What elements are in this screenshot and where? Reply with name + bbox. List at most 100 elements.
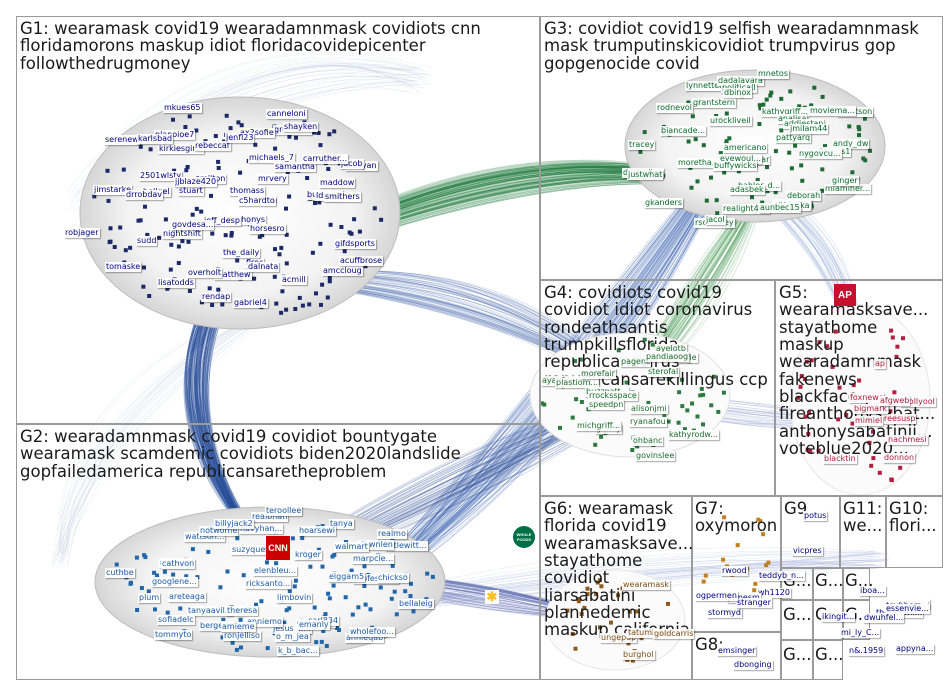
node-label: lisatodds — [157, 278, 195, 288]
edge — [404, 563, 882, 600]
node-marker — [220, 635, 225, 640]
node-marker — [809, 204, 814, 209]
edge — [62, 320, 246, 556]
group-box-g8 — [692, 632, 781, 680]
node-marker — [895, 344, 900, 349]
node-label: mkues65 — [163, 103, 202, 113]
node-marker — [761, 102, 766, 107]
node-marker — [327, 596, 332, 601]
node-marker — [868, 148, 872, 153]
node-label: pattyarq — [775, 133, 812, 143]
node-label: rodnevol — [656, 103, 693, 113]
node-marker — [272, 274, 277, 279]
node-marker — [704, 198, 709, 203]
node-marker — [194, 128, 199, 133]
node-label: n&.1959 — [848, 646, 885, 656]
node-marker — [803, 414, 808, 419]
edge — [62, 324, 253, 563]
node-marker — [297, 295, 302, 300]
node-marker — [273, 247, 277, 252]
node-marker — [809, 358, 814, 363]
node-marker — [760, 200, 765, 205]
node-marker — [172, 168, 177, 173]
edge — [61, 322, 257, 567]
node-marker — [865, 401, 870, 405]
edge — [405, 564, 873, 600]
node-marker — [260, 233, 265, 238]
node-marker — [764, 563, 769, 568]
node-marker — [630, 658, 635, 663]
node-marker — [171, 572, 176, 577]
node-marker — [773, 149, 778, 154]
node-marker — [642, 337, 647, 342]
node-marker — [186, 239, 191, 244]
node-marker — [685, 408, 690, 413]
node-marker — [128, 245, 133, 250]
node-marker — [320, 282, 325, 287]
edge — [66, 320, 246, 556]
edge — [62, 322, 252, 562]
node-label: biancade... — [660, 126, 707, 136]
node-marker — [349, 568, 354, 573]
node-marker — [138, 144, 143, 149]
node-marker — [229, 231, 234, 235]
node-label: dawnlen — [358, 540, 394, 550]
node-marker — [666, 601, 670, 606]
node-label: kathygriff... — [761, 107, 810, 117]
node-marker — [220, 302, 225, 307]
node-marker — [171, 117, 175, 122]
node-marker — [693, 137, 698, 142]
node-marker — [779, 128, 784, 133]
node-marker — [316, 131, 321, 135]
node-label: ax2sofie — [239, 128, 275, 138]
node-label: stuart — [178, 186, 204, 196]
group-title-g9: G9 — [784, 499, 808, 518]
node-marker — [662, 414, 667, 419]
group-title-g15: G... — [783, 605, 812, 624]
node-marker — [165, 286, 170, 291]
node-marker — [350, 612, 355, 617]
node-marker — [718, 151, 723, 156]
node-label: burghol — [622, 650, 655, 660]
node-marker — [889, 328, 894, 333]
node-marker — [180, 239, 185, 244]
edge — [63, 322, 251, 561]
node-label: dbonging — [733, 660, 773, 670]
node-label: karlsbad — [137, 134, 174, 144]
node-marker — [326, 167, 331, 171]
node-label: jacob — [340, 159, 364, 169]
edge — [53, 327, 254, 564]
node-marker — [830, 364, 835, 369]
node-marker — [138, 218, 143, 223]
walmart-logo-icon: ✱ — [485, 589, 499, 604]
group-box-g7 — [692, 496, 781, 632]
node-marker — [121, 167, 126, 172]
node-label: ricksanto... — [245, 579, 292, 589]
node-marker — [802, 377, 807, 381]
node-marker — [337, 628, 341, 632]
node-marker — [343, 595, 348, 600]
node-label: americano — [723, 143, 768, 153]
node-label: appyna... — [895, 644, 935, 654]
node-marker — [820, 188, 825, 193]
node-label: o_m_jea — [275, 632, 310, 642]
node-marker — [787, 150, 792, 155]
node-marker — [816, 448, 821, 453]
node-marker — [362, 564, 367, 569]
node-marker — [112, 245, 117, 249]
node-label: kathyrodw... — [668, 430, 719, 440]
node-marker — [867, 440, 872, 445]
node-marker — [157, 235, 162, 240]
node-marker — [825, 344, 830, 349]
node-marker — [836, 417, 841, 422]
node-label: moretha... — [677, 158, 721, 168]
group-box-g4 — [540, 280, 775, 496]
node-label: mimiel — [854, 416, 884, 426]
node-marker — [284, 261, 289, 266]
node-marker — [123, 248, 128, 253]
group-title-g13: G... — [815, 571, 844, 590]
edge — [66, 313, 256, 566]
edge — [58, 311, 246, 556]
node-marker — [331, 583, 336, 588]
